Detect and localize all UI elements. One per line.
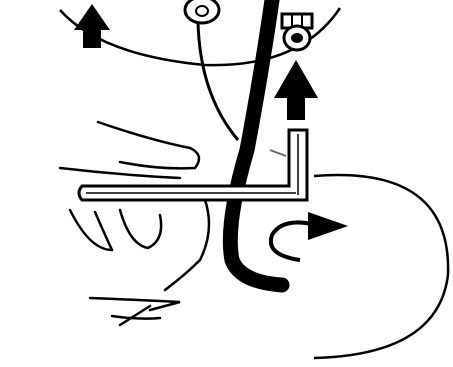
rotate-clockwise-arrow-icon <box>271 212 348 260</box>
cap-nut <box>282 14 312 50</box>
hand <box>60 122 209 325</box>
curved-hose <box>230 0 282 285</box>
hex-key-tool <box>79 130 307 200</box>
knob-with-wire <box>185 0 238 140</box>
up-arrow-icon <box>274 60 318 120</box>
detail-callout-arc-right <box>314 175 448 358</box>
shade-mark <box>270 150 286 156</box>
